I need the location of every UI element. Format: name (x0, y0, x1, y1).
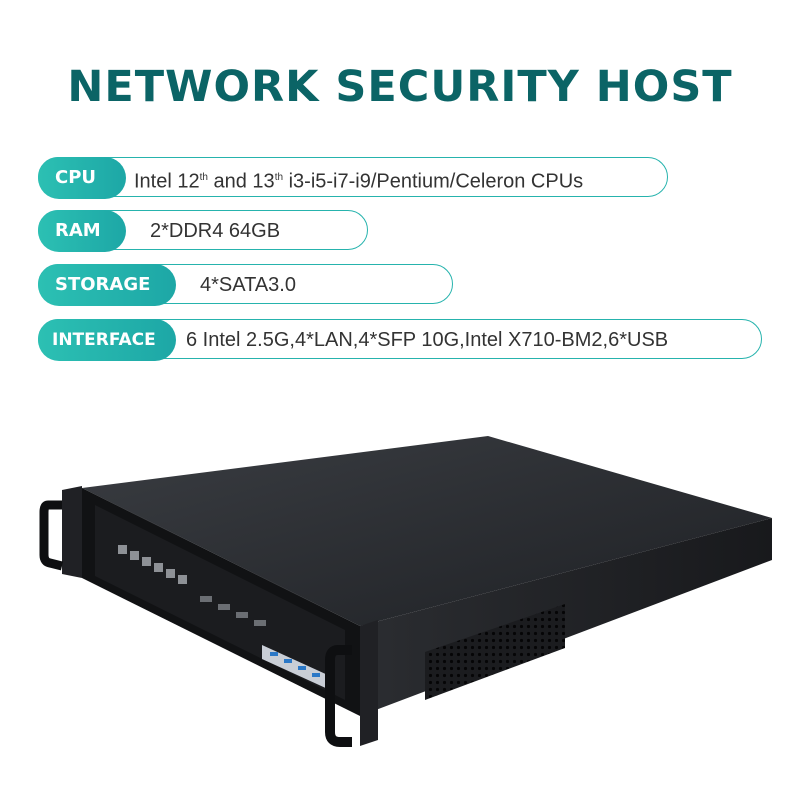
spec-value-text: Intel 12th and 13th i3-i5-i7-i9/Pentium/… (134, 170, 584, 193)
rack-ear-left (62, 486, 82, 578)
spec-value-text: 2*DDR4 64GB (150, 220, 281, 242)
spec-value-pill (38, 157, 668, 197)
spec-value-text: 4*SATA3.0 (200, 274, 296, 296)
spec-row-ram: RAM 2*DDR4 64GB (38, 210, 368, 252)
chassis-top (82, 436, 772, 626)
spec-label-tag: INTERFACE (38, 319, 176, 361)
spec-label-tag: RAM (38, 210, 126, 252)
lan-ports (118, 545, 187, 584)
handle-left (39, 500, 64, 571)
spec-row-cpu: CPU Intel 12th and 13th i3-i5-i7-i9/Pent… (38, 157, 668, 199)
vent-grille (425, 604, 565, 700)
spec-row-interface: INTERFACE 6 Intel 2.5G,4*LAN,4*SFP 10G,I… (38, 319, 762, 361)
spec-row-storage: STORAGE 4*SATA3.0 (38, 264, 453, 306)
rack-ear-right (360, 620, 378, 746)
usb-panel (262, 645, 330, 690)
spec-value-text: 6 Intel 2.5G,4*LAN,4*SFP 10G,Intel X710-… (186, 329, 669, 351)
handle-right (325, 645, 352, 747)
page-title: NETWORK SECURITY HOST (67, 62, 733, 112)
spec-label-tag: CPU (38, 157, 126, 199)
sfp-ports (200, 596, 266, 626)
server-chassis-image (39, 436, 772, 747)
spec-label-tag: STORAGE (38, 264, 176, 306)
